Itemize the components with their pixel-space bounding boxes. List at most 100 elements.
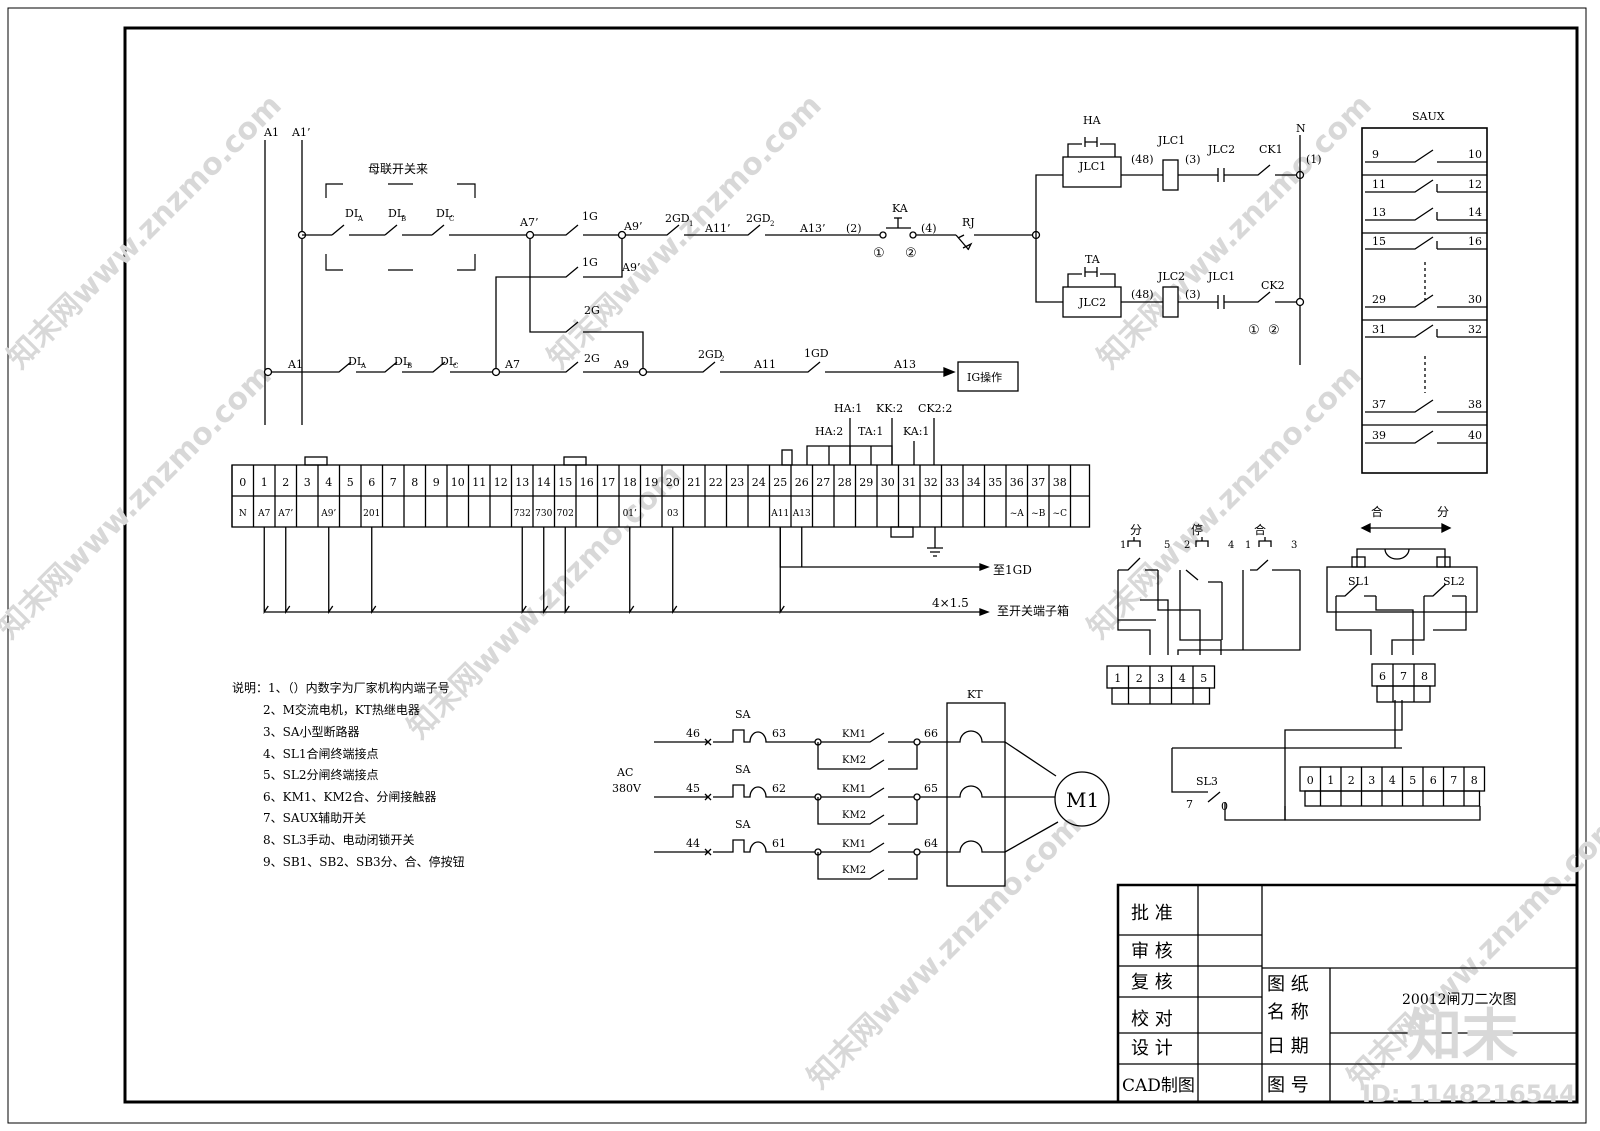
- terminal-wire-label: A13: [792, 509, 811, 519]
- svg-text:3、SA小型断路器: 3、SA小型断路器: [263, 724, 360, 739]
- svg-text:4: 4: [1228, 540, 1234, 551]
- control-circuit: A1 A1’ 母联开关来 DL A DL B DL C A7’ 1G A9’ 2…: [263, 114, 1322, 425]
- svg-text:复 核: 复 核: [1131, 972, 1173, 993]
- phase-mid: 61: [772, 837, 786, 850]
- terminal-number: 36: [1010, 476, 1024, 489]
- saux-terminal: 38: [1468, 398, 1482, 411]
- svg-text:知末网www.znzmo.com: 知末网www.znzmo.com: [0, 358, 279, 646]
- terminal-number: 18: [623, 476, 637, 489]
- svg-text:4、SL1合闸终端接点: 4、SL1合闸终端接点: [263, 746, 378, 761]
- terminal-wire-label: A7: [257, 509, 270, 519]
- phase-in: 45: [686, 782, 700, 795]
- svg-text:7: 7: [1186, 798, 1193, 811]
- svg-text:SL3: SL3: [1196, 775, 1218, 788]
- terminal-number: 6: [368, 476, 375, 489]
- watermark: 知末网www.znzmo.com 知末网www.znzmo.com 知末网www…: [0, 88, 1600, 1096]
- svg-text:A9’: A9’: [621, 261, 640, 274]
- km2-label: KM2: [842, 810, 866, 821]
- phase-in: 46: [686, 727, 700, 740]
- svg-text:A9’: A9’: [623, 220, 642, 233]
- terminal-number: 26: [795, 476, 809, 489]
- sl3-terminal: 2: [1348, 774, 1355, 787]
- km1-label: KM1: [842, 839, 866, 850]
- sl3-terminal: 5: [1409, 774, 1416, 787]
- svg-text:合: 合: [1254, 522, 1266, 537]
- svg-text:CAD制图: CAD制图: [1122, 1076, 1195, 1096]
- drawing-frame: [123, 26, 1579, 1104]
- terminal-number: 29: [859, 476, 873, 489]
- svg-text:1G: 1G: [582, 210, 598, 223]
- svg-text:2: 2: [720, 355, 724, 363]
- svg-text:1: 1: [1120, 540, 1126, 551]
- terminal-wire-label: 01’: [623, 509, 637, 519]
- svg-text:2: 2: [1184, 540, 1190, 551]
- svg-text:DL: DL: [436, 207, 453, 220]
- svg-text:JLC2: JLC2: [1207, 143, 1235, 156]
- terminal-number: 22: [709, 476, 723, 489]
- saux-terminal: 9: [1372, 148, 1379, 161]
- svg-text:审 核: 审 核: [1131, 941, 1173, 962]
- km2-label: KM2: [842, 755, 866, 766]
- svg-text:(3): (3): [1185, 288, 1201, 301]
- svg-text:9、SB1、SB2、SB3分、合、停按钮: 9、SB1、SB2、SB3分、合、停按钮: [263, 854, 465, 869]
- sl3-terminal: 3: [1368, 774, 1375, 787]
- terminal-number: 8: [411, 476, 418, 489]
- terminal-number: 21: [687, 476, 701, 489]
- terminal-number: 2: [282, 476, 289, 489]
- svg-text:校 对: 校 对: [1131, 1009, 1173, 1030]
- terminal-wire-label: 03: [667, 509, 679, 519]
- terminal-number: 5: [347, 476, 354, 489]
- watermark-id: ID: 1148216544: [1362, 1080, 1576, 1108]
- svg-text:1G: 1G: [582, 256, 598, 269]
- svg-text:2GD: 2GD: [746, 212, 771, 225]
- svg-text:停: 停: [1191, 522, 1203, 537]
- button-terminal: 4: [1179, 672, 1186, 685]
- terminal-number: 15: [558, 476, 572, 489]
- svg-text:DL: DL: [345, 207, 362, 220]
- svg-text:TA:1: TA:1: [858, 425, 883, 438]
- watermark-logo: 知末: [1406, 1004, 1518, 1069]
- sa-label: SA: [735, 818, 752, 831]
- svg-text:(3): (3): [1185, 153, 1201, 166]
- svg-text:5、SL2分闸终端接点: 5、SL2分闸终端接点: [263, 767, 378, 782]
- terminal-number: 0: [239, 476, 246, 489]
- svg-text:HA:2: HA:2: [815, 425, 843, 438]
- svg-text:知末网www.znzmo.com: 知末网www.znzmo.com: [401, 458, 689, 746]
- svg-text:②: ②: [1268, 323, 1280, 338]
- svg-text:DL: DL: [388, 207, 405, 220]
- sl3-terminal: 4: [1389, 774, 1396, 787]
- terminal-number: 16: [580, 476, 594, 489]
- svg-text:分: 分: [1130, 523, 1142, 537]
- svg-text:A13: A13: [893, 358, 916, 371]
- terminal-number: 23: [730, 476, 744, 489]
- terminal-wire-label: ~C: [1053, 509, 1068, 519]
- terminal-wire-label: ~A: [1010, 509, 1025, 519]
- svg-text:知末网www.znzmo.com: 知末网www.znzmo.com: [801, 808, 1089, 1096]
- svg-text:KA: KA: [892, 202, 909, 215]
- terminal-wire-label: 730: [535, 509, 552, 519]
- svg-text:SAUX: SAUX: [1412, 110, 1445, 123]
- button-terminal: 5: [1200, 672, 1207, 685]
- svg-text:C: C: [449, 215, 454, 223]
- svg-text:KK:2: KK:2: [876, 402, 903, 415]
- svg-text:2GD: 2GD: [698, 348, 723, 361]
- terminal-number: 14: [537, 476, 551, 489]
- terminal-number: 12: [494, 476, 508, 489]
- terminal-strip: HA:1 KK:2 CK2:2 HA:2 TA:1 KA:1 0N1A72A7’…: [231, 402, 1091, 618]
- terminal-wire-label: ~B: [1031, 509, 1046, 519]
- saux-terminal: 30: [1468, 293, 1482, 306]
- terminal-wire-label: A9’: [320, 509, 336, 519]
- terminal-number: 25: [773, 476, 787, 489]
- terminal-number: 7: [390, 476, 397, 489]
- sa-label: SA: [735, 708, 752, 721]
- km1-label: KM1: [842, 784, 866, 795]
- button-terminal: 2: [1136, 672, 1143, 685]
- svg-text:1: 1: [689, 220, 693, 228]
- phase-out: 64: [924, 837, 938, 850]
- svg-text:至1GD: 至1GD: [993, 563, 1032, 577]
- terminal-number: 9: [433, 476, 440, 489]
- terminal-number: 35: [988, 476, 1002, 489]
